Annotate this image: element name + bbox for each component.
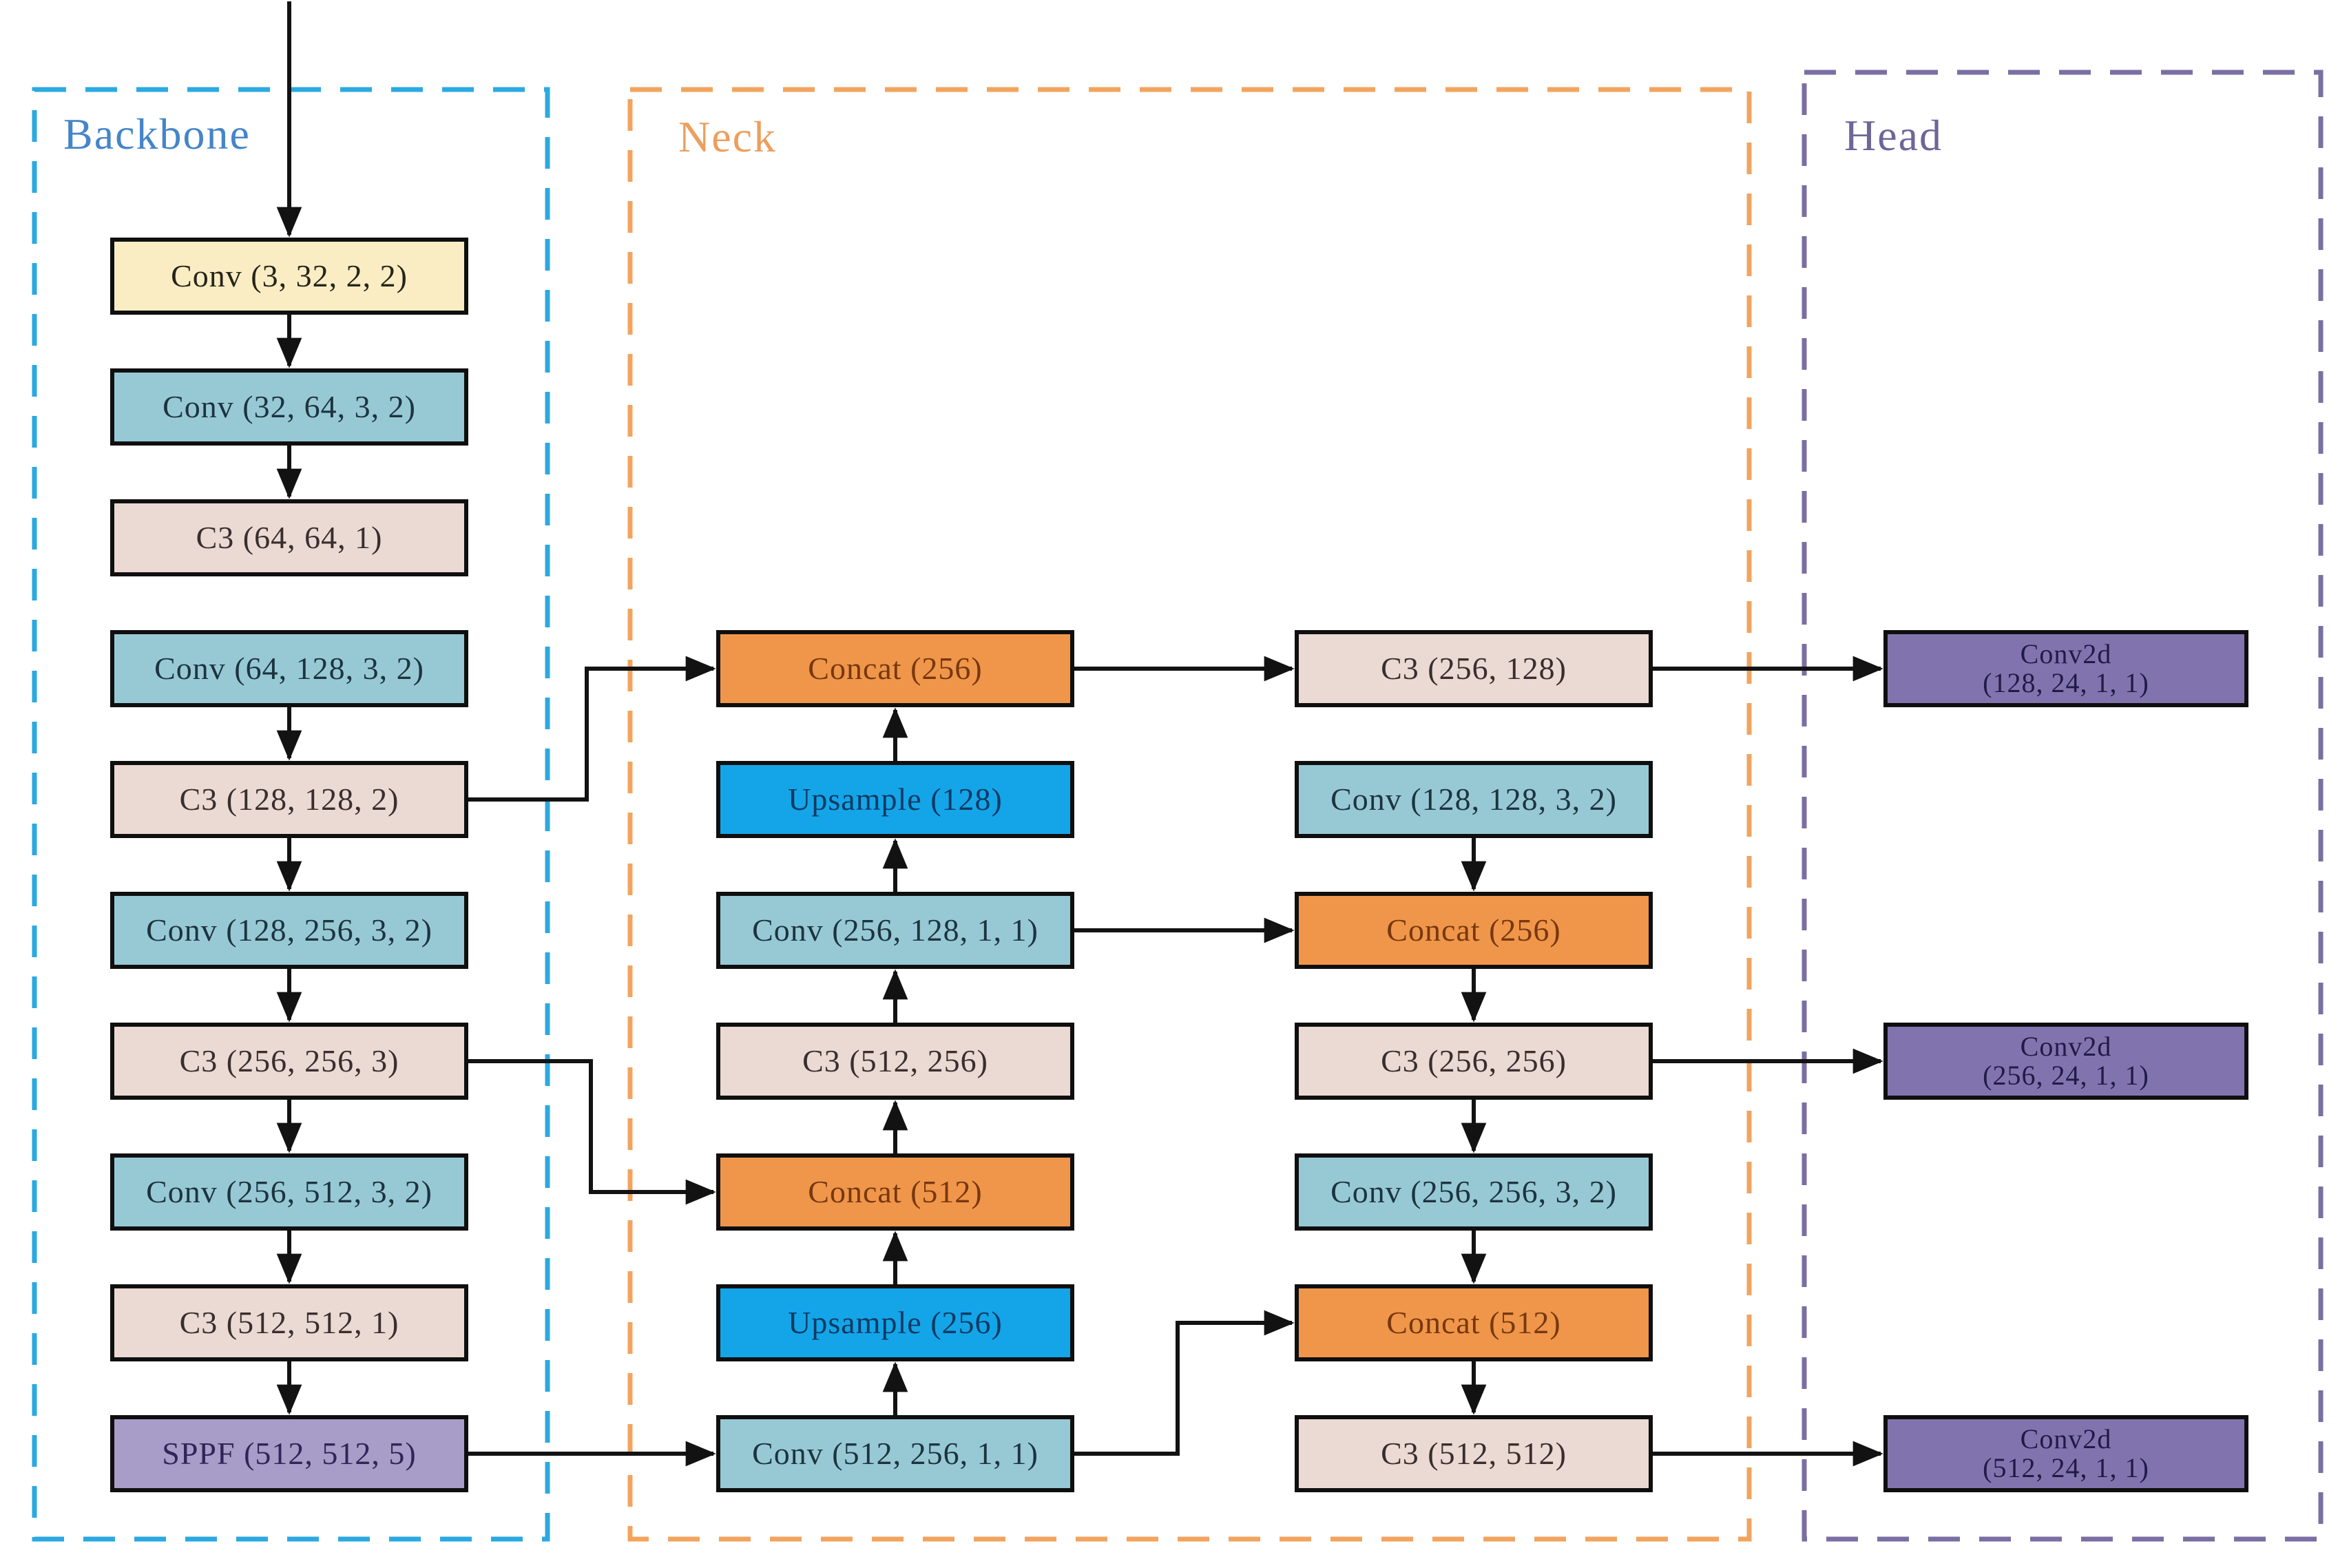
head-section-title: Head: [1844, 111, 1943, 160]
node-c3-512-512-1: C3 (512, 512, 1): [110, 1284, 468, 1361]
head-panel-border: [1802, 70, 2324, 1542]
node-sppf-512-512-5: SPPF (512, 512, 5): [110, 1415, 468, 1492]
arrow-c3128-skip-to-concat256: [468, 656, 716, 802]
node-concat-512-right: Concat (512): [1295, 1284, 1653, 1361]
node-conv-128-256-3-2: Conv (128, 256, 3, 2): [110, 892, 468, 969]
conv2d-line2: (128, 24, 1, 1): [1983, 667, 2149, 698]
node-c3-256-128: C3 (256, 128): [1295, 630, 1653, 707]
node-conv-3-32-2-2: Conv (3, 32, 2, 2): [110, 238, 468, 315]
conv2d-line1: Conv2d: [2020, 638, 2112, 669]
node-conv2d-512-24-1-1: Conv2d (512, 24, 1, 1): [1883, 1415, 2248, 1492]
node-concat-256-left: Concat (256): [716, 630, 1074, 707]
arrow-conv512256-skip-to-concat512: [1074, 1310, 1295, 1456]
node-c3-128-128-2: C3 (128, 128, 2): [110, 761, 468, 838]
node-conv-256-128-1-1: Conv (256, 128, 1, 1): [716, 892, 1074, 969]
backbone-section-title: Backbone: [63, 109, 251, 158]
node-c3-512-256: C3 (512, 256): [716, 1023, 1074, 1100]
node-concat-512-left: Concat (512): [716, 1153, 1074, 1231]
node-conv-128-128-3-2: Conv (128, 128, 3, 2): [1295, 761, 1653, 838]
neck-section-title: Neck: [678, 112, 777, 161]
node-conv2d-256-24-1-1: Conv2d (256, 24, 1, 1): [1883, 1023, 2248, 1100]
node-c3-256-256-3: C3 (256, 256, 3): [110, 1023, 468, 1100]
conv2d-line2: (512, 24, 1, 1): [1983, 1452, 2149, 1483]
conv2d-line1: Conv2d: [2020, 1423, 2112, 1454]
node-concat-256-right: Concat (256): [1295, 892, 1653, 969]
node-conv-32-64-3-2: Conv (32, 64, 3, 2): [110, 368, 468, 446]
node-conv-512-256-1-1: Conv (512, 256, 1, 1): [716, 1415, 1074, 1492]
conv2d-line2: (256, 24, 1, 1): [1983, 1060, 2149, 1091]
node-conv-256-512-3-2: Conv (256, 512, 3, 2): [110, 1153, 468, 1231]
neck-panel-border: [627, 87, 1752, 1542]
arrow-c3256-skip-to-concat512: [468, 1059, 716, 1205]
node-c3-256-256: C3 (256, 256): [1295, 1023, 1653, 1100]
node-upsample-128: Upsample (128): [716, 761, 1074, 838]
conv2d-line1: Conv2d: [2020, 1031, 2112, 1062]
node-c3-512-512: C3 (512, 512): [1295, 1415, 1653, 1492]
node-conv-64-128-3-2: Conv (64, 128, 3, 2): [110, 630, 468, 707]
node-c3-64-64-1: C3 (64, 64, 1): [110, 499, 468, 576]
node-conv2d-128-24-1-1: Conv2d (128, 24, 1, 1): [1883, 630, 2248, 707]
node-conv-256-256-3-2: Conv (256, 256, 3, 2): [1295, 1153, 1653, 1231]
node-upsample-256: Upsample (256): [716, 1284, 1074, 1361]
